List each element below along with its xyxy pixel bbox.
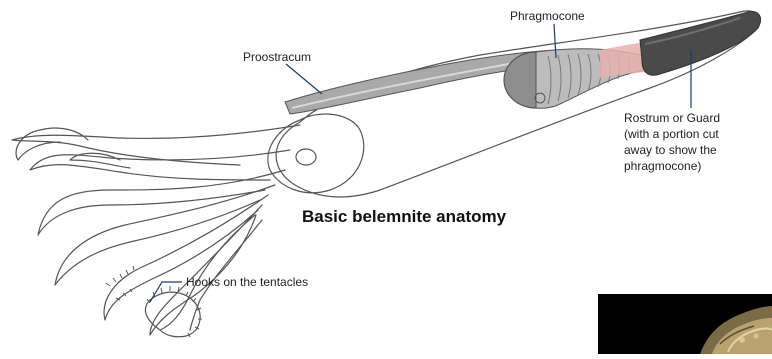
head xyxy=(268,114,364,193)
proostracum-leader xyxy=(286,64,322,94)
rostrum-label-line-4: phragmocone) xyxy=(624,159,701,173)
eye xyxy=(296,149,316,165)
rostrum xyxy=(640,11,761,75)
phragmocone-label: Phragmocone xyxy=(510,9,585,23)
rostrum-label-line-1: Rostrum or Guard xyxy=(624,111,720,125)
proostracum-label: Proostracum xyxy=(243,50,311,64)
hooks-label: Hooks on the tentacles xyxy=(186,275,308,289)
rostrum-label-line-2: (with a portion cut xyxy=(624,127,719,141)
tentacles xyxy=(12,125,300,335)
rostrum-label-line-3: away to show the xyxy=(624,143,717,157)
diagram-title: Basic belemnite anatomy xyxy=(302,207,507,226)
fossil-photo xyxy=(598,294,772,354)
